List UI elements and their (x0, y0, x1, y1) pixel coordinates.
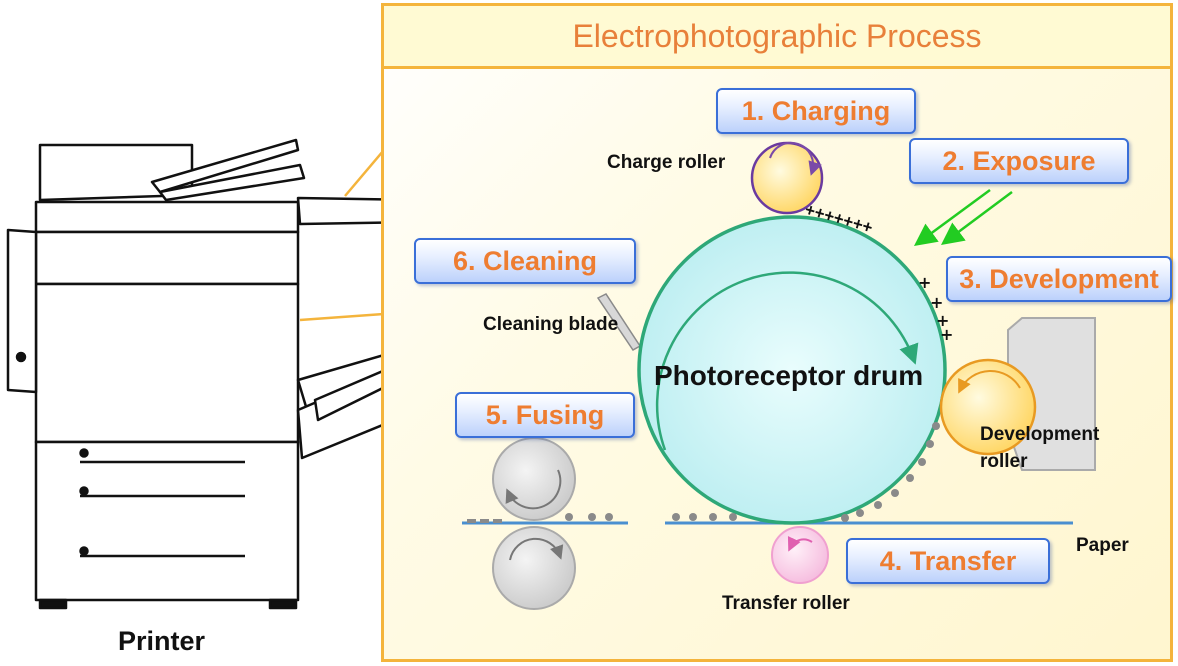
svg-text:+: + (940, 325, 953, 344)
printer-label: Printer (118, 626, 206, 656)
development-roller-label-line1: Development (980, 424, 1100, 445)
fusing-roller-bottom-arrow (509, 537, 564, 561)
step-transfer: 4. Transfer (846, 538, 1050, 584)
transfer-roller (771, 526, 829, 584)
development-roller-label-line2: roller (980, 451, 1028, 472)
development-roller-arrow (958, 369, 1021, 394)
svg-text:+: + (918, 273, 931, 292)
step-exposure: 2. Exposure (909, 138, 1129, 184)
photoreceptor-drum-label: Photoreceptor drum (654, 360, 924, 391)
step-cleaning: 6. Cleaning (414, 238, 636, 284)
cleaning-blade-label: Cleaning blade (483, 314, 619, 335)
step-development: 3. Development (946, 256, 1172, 302)
exposure-beam-2 (940, 190, 1013, 245)
transfer-roller-arrow (787, 535, 813, 552)
toner-particles-drum (841, 422, 940, 522)
development-charges: + + + + (918, 273, 953, 344)
svg-text:+: + (936, 311, 949, 330)
developer-housing (1007, 317, 1096, 471)
fusing-roller-top-arrow (505, 469, 562, 510)
step-charging: 1. Charging (716, 88, 916, 134)
svg-text:+: + (930, 293, 943, 312)
step-fusing: 5. Fusing (455, 392, 635, 438)
transfer-roller-label: Transfer roller (722, 593, 850, 614)
paper-label: Paper (1076, 535, 1129, 556)
panel-title: Electrophotographic Process (384, 6, 1170, 69)
drum-rotation-arrow (655, 271, 919, 451)
zoom-connector-lines (299, 149, 385, 322)
exposure-beam-1 (913, 188, 991, 246)
fused-toner (467, 519, 502, 523)
charge-roller-arrow (769, 141, 822, 176)
photoreceptor-drum (637, 215, 947, 525)
charge-roller-label: Charge roller (607, 152, 726, 173)
toner-particles-paper (565, 513, 737, 521)
